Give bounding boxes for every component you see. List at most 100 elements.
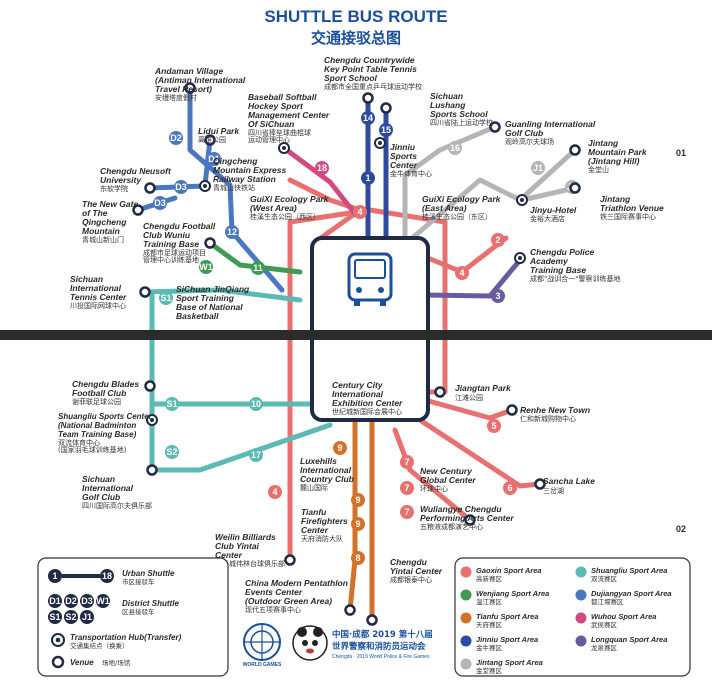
sport-area-name: Tianfu Sport Area <box>476 612 539 621</box>
svg-text:成都银泰中心: 成都银泰中心 <box>390 575 432 584</box>
transfer-hubs <box>146 137 528 426</box>
svg-text:New Century: New Century <box>420 466 473 476</box>
footer-logos: WORLD GAMES 中国·成都 2019 第十八届 世界警察和消防员运动会 … <box>243 623 433 668</box>
svg-text:Chengdu Countrywide: Chengdu Countrywide <box>324 55 415 65</box>
route-3 <box>422 257 523 299</box>
svg-text:观岭高尔夫球场: 观岭高尔夫球场 <box>505 137 554 146</box>
route-badge-7b <box>400 481 414 495</box>
svg-text:7: 7 <box>404 457 409 467</box>
venue-golf: Sichuan International Golf Club 四川国际高尔夫俱… <box>82 474 152 510</box>
svg-text:四川省棒垒球曲棍球: 四川省棒垒球曲棍球 <box>248 128 311 137</box>
svg-text:Team Training Base): Team Training Base) <box>58 430 137 439</box>
svg-text:S1: S1 <box>166 399 177 409</box>
svg-text:14: 14 <box>363 113 373 123</box>
venue-guixi-west: GuiXi Ecology Park (West Area) 桂溪生态公园（西区… <box>250 194 330 221</box>
route-badge-6 <box>503 481 517 495</box>
svg-text:18: 18 <box>317 163 327 173</box>
svg-text:Training Base: Training Base <box>530 265 586 275</box>
venue-shuangliu: Shuangliu Sports Center (National Badmin… <box>58 412 153 454</box>
svg-text:4: 4 <box>357 207 362 217</box>
route-badge-8 <box>351 551 365 565</box>
svg-text:铁三国际赛事中心: 铁三国际赛事中心 <box>600 212 656 221</box>
svg-text:区县接驳车: 区县接驳车 <box>122 607 155 616</box>
svg-text:成都"战训合一"警察训练基地: 成都"战训合一"警察训练基地 <box>530 274 620 283</box>
route-badge-18 <box>315 161 329 175</box>
sport-area-swatch <box>460 635 472 647</box>
svg-text:6: 6 <box>507 483 512 493</box>
svg-text:GuiXi Ecology Park: GuiXi Ecology Park <box>250 194 330 204</box>
sport-area-name-cn: 金堂赛区 <box>476 666 503 675</box>
svg-text:Club Wuniu: Club Wuniu <box>143 230 191 240</box>
route-badge-d3a <box>174 180 188 194</box>
svg-text:China Modern Pentathlon: China Modern Pentathlon <box>245 578 348 588</box>
route-badge-s1a <box>159 291 173 305</box>
route-9 <box>347 417 358 613</box>
venue-tennis: Sichuan International Tennis Center 川投国际… <box>70 274 127 310</box>
world-games-logo: WORLD GAMES <box>243 623 282 668</box>
svg-text:Travel Resort): Travel Resort) <box>155 84 212 94</box>
svg-text:D3: D3 <box>81 596 93 606</box>
sport-area-name-cn: 金牛赛区 <box>476 643 503 652</box>
sport-area-name: Jintang Sport Area <box>476 658 543 667</box>
route-badge-11 <box>251 261 265 275</box>
svg-text:Club Yintai: Club Yintai <box>215 541 260 551</box>
sport-area-name-cn: 双流赛区 <box>591 574 618 583</box>
event-title-en: Chengdu · 2019 World Police & Fire Games <box>332 654 430 660</box>
svg-text:现代五项赛事中心: 现代五项赛事中心 <box>245 605 301 614</box>
venue-newcentury: New Century Global Center 环球中心 <box>420 466 476 493</box>
venue-police: Chengdu Police Academy Training Base 成都"… <box>529 247 620 283</box>
svg-text:Mountain Express: Mountain Express <box>213 165 286 175</box>
svg-text:Tianfu: Tianfu <box>301 507 327 517</box>
svg-text:18: 18 <box>102 571 112 581</box>
svg-text:D2: D2 <box>170 133 182 143</box>
svg-text:Wuliangye Chengdu: Wuliangye Chengdu <box>420 504 502 514</box>
svg-text:S1: S1 <box>160 293 171 303</box>
svg-text:S2: S2 <box>166 447 177 457</box>
route-badge-d3b <box>153 196 167 210</box>
route-badge-15 <box>379 123 393 137</box>
page-mark-02: 02 <box>676 524 686 534</box>
route-badge-1 <box>361 171 375 185</box>
svg-text:Lushang: Lushang <box>430 100 466 110</box>
route-badge-9b <box>351 493 365 507</box>
svg-text:Sport Training: Sport Training <box>176 293 235 303</box>
svg-text:麓山国际: 麓山国际 <box>300 483 328 492</box>
venue-lidui: Lidui Park 离堆公园 <box>198 126 240 144</box>
venue-pentathlon: China Modern Pentathlon Events Center (O… <box>245 578 348 614</box>
svg-text:D3: D3 <box>154 198 166 208</box>
route-badge-14 <box>361 111 375 125</box>
svg-text:青城山新山门: 青城山新山门 <box>82 235 124 244</box>
svg-text:J1: J1 <box>82 612 92 622</box>
sport-area-swatch <box>460 658 472 670</box>
route-s1 <box>142 287 303 303</box>
sport-area-name-cn: 龙泉赛区 <box>591 643 618 652</box>
svg-text:场地/场馆: 场地/场馆 <box>102 658 131 667</box>
svg-text:7: 7 <box>404 483 409 493</box>
svg-text:Firefighters: Firefighters <box>301 516 348 526</box>
svg-text:Jiangtan Park: Jiangtan Park <box>455 383 512 393</box>
svg-text:桂溪生态公园（东区）: 桂溪生态公园（东区） <box>422 212 492 221</box>
svg-text:Academy: Academy <box>529 256 569 266</box>
sport-area-name: Shuangliu Sport Area <box>591 566 667 575</box>
sport-area-name-cn: 武侯赛区 <box>591 620 618 629</box>
venue-wuliang: Wuliangye Chengdu Performing Arts Center… <box>420 504 514 531</box>
svg-text:三岔湖: 三岔湖 <box>543 486 564 495</box>
svg-text:GuiXi Ecology Park: GuiXi Ecology Park <box>422 194 502 204</box>
svg-text:Football Club: Football Club <box>72 388 126 398</box>
svg-text:双流体育中心: 双流体育中心 <box>58 438 100 447</box>
svg-text:(Outdoor Green Area): (Outdoor Green Area) <box>245 596 332 606</box>
venue-triathlon: Jintang Triathlon Venue 铁三国际赛事中心 <box>600 194 664 221</box>
svg-text:Jintang: Jintang <box>588 138 619 148</box>
svg-text:Qingcheng: Qingcheng <box>82 217 127 227</box>
map-title: SHUTTLE BUS ROUTE <box>264 7 447 26</box>
route-badge-4a <box>353 205 367 219</box>
venue-jinqiang: SiChuan JinQiang Sport Training Base of … <box>176 284 250 321</box>
svg-text:10: 10 <box>251 399 261 409</box>
svg-text:D2: D2 <box>65 596 77 606</box>
svg-text:Exhibition Center: Exhibition Center <box>332 398 403 408</box>
route-badge-s2 <box>165 445 179 459</box>
